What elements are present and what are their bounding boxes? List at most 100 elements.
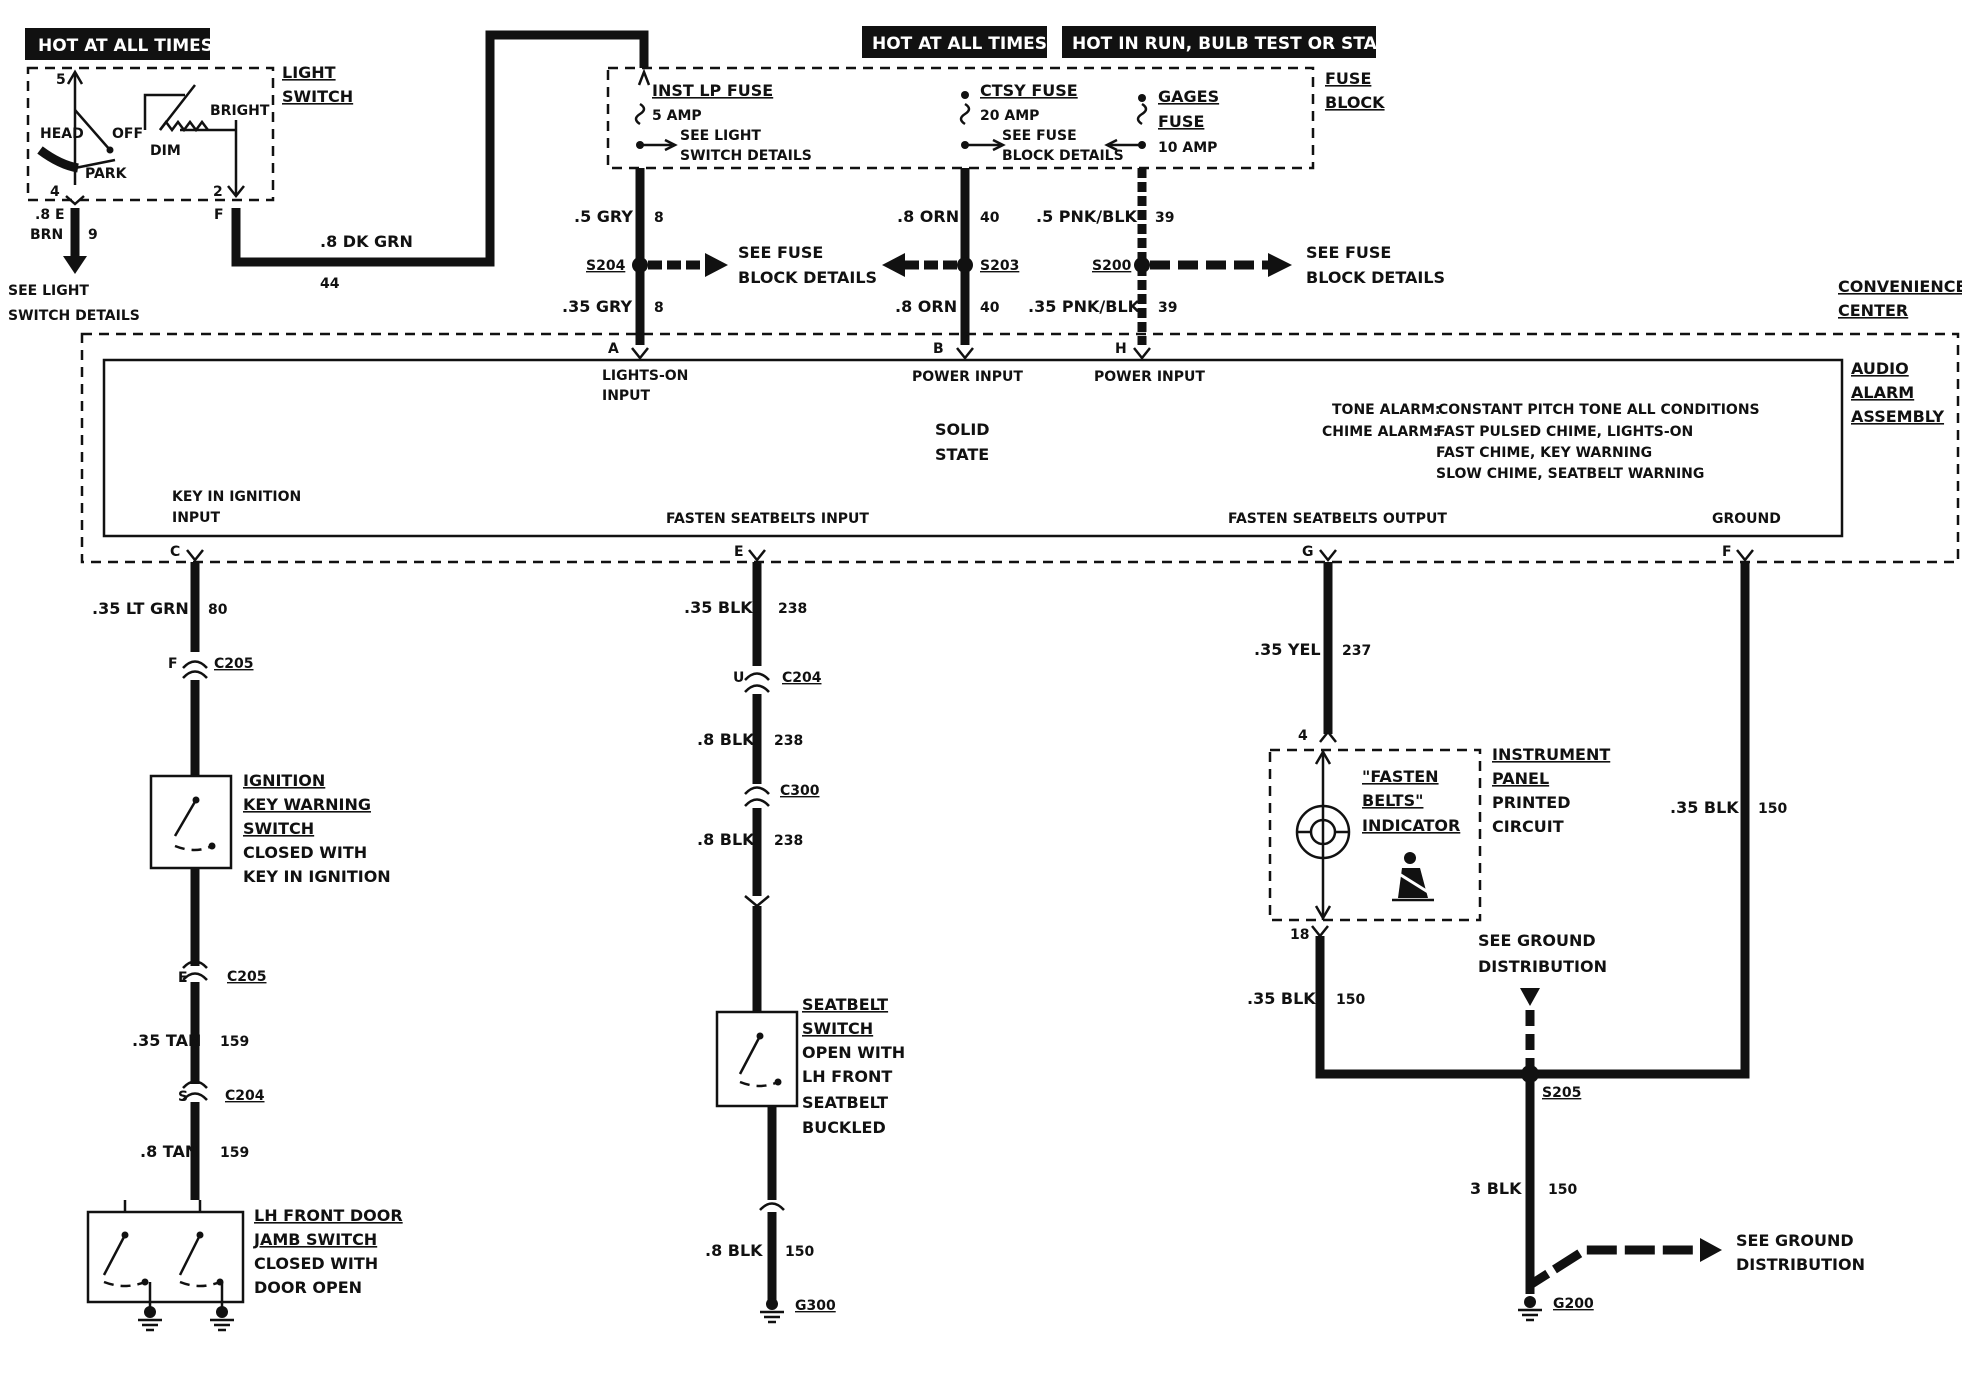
- svg-text:39: 39: [1158, 300, 1177, 316]
- svg-text:HOT AT ALL TIMES: HOT AT ALL TIMES: [38, 36, 213, 56]
- fuse-block: FUSE BLOCK INST LP FUSE 5 AMP SEE LIGHT …: [606, 66, 1385, 170]
- svg-text:SEE LIGHT: SEE LIGHT: [680, 128, 761, 144]
- svg-text:.35 GRY: .35 GRY: [562, 297, 632, 316]
- svg-text:S200: S200: [1092, 258, 1132, 274]
- svg-text:ASSEMBLY: ASSEMBLY: [1851, 407, 1944, 426]
- svg-text:A: A: [608, 341, 619, 357]
- svg-text:4: 4: [1298, 728, 1308, 744]
- ground-icon: [760, 1298, 784, 1324]
- svg-text:40: 40: [980, 300, 1000, 316]
- svg-text:INDICATOR: INDICATOR: [1362, 816, 1460, 835]
- svg-text:F: F: [214, 207, 224, 223]
- svg-text:LH FRONT DOOR: LH FRONT DOOR: [254, 1206, 403, 1225]
- svg-text:39: 39: [1155, 210, 1174, 226]
- svg-text:8: 8: [654, 300, 664, 316]
- svg-text:SEE FUSE: SEE FUSE: [1306, 243, 1391, 262]
- svg-text:H: H: [1115, 341, 1127, 357]
- svg-text:C204: C204: [782, 670, 822, 686]
- svg-text:S203: S203: [980, 258, 1019, 274]
- svg-text:S204: S204: [586, 258, 626, 274]
- svg-text:CENTER: CENTER: [1838, 301, 1908, 320]
- light-switch-wires: .8 E BRN 9 SEE LIGHT SWITCH DETAILS F .8…: [8, 30, 649, 324]
- svg-text:C204: C204: [225, 1088, 265, 1104]
- svg-text:40: 40: [980, 210, 1000, 226]
- svg-text:SEE FUSE: SEE FUSE: [738, 243, 823, 262]
- svg-text:BLOCK DETAILS: BLOCK DETAILS: [1002, 148, 1124, 164]
- svg-text:G300: G300: [795, 1298, 836, 1314]
- svg-text:E: E: [178, 970, 188, 986]
- svg-text:.35 LT GRN: .35 LT GRN: [92, 599, 189, 618]
- inst-lp-fuse: INST LP FUSE 5 AMP SEE LIGHT SWITCH DETA…: [634, 68, 812, 164]
- svg-text:.8 ORN: .8 ORN: [895, 297, 957, 316]
- svg-text:44: 44: [320, 276, 340, 292]
- fasten-belts-indicator: "FASTEN BELTS" INDICATOR: [1268, 748, 1482, 922]
- svg-text:OFF: OFF: [112, 126, 143, 142]
- svg-text:HOT AT ALL TIMES: HOT AT ALL TIMES: [872, 34, 1047, 54]
- svg-text:OPEN WITH: OPEN WITH: [802, 1043, 905, 1062]
- svg-text:C205: C205: [214, 656, 254, 672]
- svg-text:.35 PNK/BLK: .35 PNK/BLK: [1028, 297, 1141, 316]
- svg-text:BELTS": BELTS": [1362, 791, 1423, 810]
- see-light-switch-details: SEE LIGHT: [8, 283, 89, 299]
- svg-text:8: 8: [654, 210, 664, 226]
- svg-text:CHIME ALARM:: CHIME ALARM:: [1322, 424, 1438, 440]
- svg-text:SEE GROUND: SEE GROUND: [1478, 931, 1596, 950]
- svg-text:DISTRIBUTION: DISTRIBUTION: [1478, 957, 1607, 976]
- svg-text:PANEL: PANEL: [1492, 769, 1549, 788]
- svg-text:BLOCK DETAILS: BLOCK DETAILS: [738, 268, 877, 287]
- svg-text:FAST PULSED CHIME, LIGHTS-ON: FAST PULSED CHIME, LIGHTS-ON: [1436, 424, 1693, 440]
- svg-text:SWITCH DETAILS: SWITCH DETAILS: [8, 308, 140, 324]
- bulb-icon: [1295, 804, 1351, 860]
- svg-text:S205: S205: [1542, 1085, 1581, 1101]
- svg-text:CLOSED WITH: CLOSED WITH: [254, 1254, 378, 1273]
- svg-text:FASTEN SEATBELTS OUTPUT: FASTEN SEATBELTS OUTPUT: [1228, 511, 1447, 527]
- svg-text:SWITCH: SWITCH: [802, 1019, 873, 1038]
- ignition-key-warning-switch: [149, 774, 233, 870]
- svg-text:.35 BLK: .35 BLK: [1670, 798, 1739, 817]
- svg-text:INPUT: INPUT: [602, 388, 651, 404]
- svg-text:PRINTED: PRINTED: [1492, 793, 1571, 812]
- svg-text:150: 150: [1548, 1182, 1577, 1198]
- svg-text:SOLID: SOLID: [935, 420, 990, 439]
- convenience-center: CONVENIENCE CENTER AUDIO ALARM ASSEMBLY …: [80, 277, 1962, 564]
- svg-text:KEY IN IGNITION: KEY IN IGNITION: [243, 867, 391, 886]
- svg-text:F: F: [1722, 544, 1732, 560]
- svg-text:ALARM: ALARM: [1851, 383, 1914, 402]
- svg-text:B: B: [933, 341, 944, 357]
- light-switch-title: LIGHT: [282, 63, 336, 82]
- svg-text:BLOCK: BLOCK: [1325, 93, 1385, 112]
- gages-fuse: GAGES FUSE 10 AMP: [1104, 87, 1219, 156]
- svg-text:238: 238: [774, 833, 803, 849]
- svg-text:238: 238: [778, 601, 807, 617]
- svg-text:BRN: BRN: [30, 227, 63, 243]
- wire-b: .8 ORN 40 S203 .8 ORN 40: [882, 168, 1019, 345]
- svg-text:CIRCUIT: CIRCUIT: [1492, 817, 1564, 836]
- svg-text:20 AMP: 20 AMP: [980, 108, 1039, 124]
- svg-text:.35 BLK: .35 BLK: [1247, 989, 1316, 1008]
- svg-text:150: 150: [1336, 992, 1365, 1008]
- svg-text:.8 DK GRN: .8 DK GRN: [320, 232, 413, 251]
- ground-icon: [138, 1306, 162, 1332]
- svg-text:SWITCH DETAILS: SWITCH DETAILS: [680, 148, 812, 164]
- svg-text:S: S: [178, 1089, 188, 1105]
- circuit-key-warning: .35 LT GRN 80 F C205 IGNITION KEY WARNIN…: [86, 562, 403, 1332]
- svg-text:DISTRIBUTION: DISTRIBUTION: [1736, 1255, 1865, 1274]
- svg-text:.8 ORN: .8 ORN: [897, 207, 959, 226]
- svg-text:GAGES: GAGES: [1158, 87, 1219, 106]
- svg-text:SEE GROUND: SEE GROUND: [1736, 1231, 1854, 1250]
- svg-text:150: 150: [785, 1244, 814, 1260]
- svg-text:SEATBELT: SEATBELT: [802, 995, 888, 1014]
- svg-text:80: 80: [208, 602, 228, 618]
- seatbelt-icon: [1392, 852, 1434, 902]
- svg-text:PARK: PARK: [85, 166, 128, 182]
- svg-text:10 AMP: 10 AMP: [1158, 140, 1217, 156]
- svg-text:INPUT: INPUT: [172, 510, 221, 526]
- svg-text:E: E: [55, 207, 65, 223]
- svg-text:2: 2: [213, 184, 223, 200]
- svg-text:U: U: [733, 670, 744, 686]
- svg-text:150: 150: [1758, 801, 1787, 817]
- svg-text:.8 BLK: .8 BLK: [705, 1241, 763, 1260]
- svg-text:159: 159: [220, 1034, 249, 1050]
- header-hot-in-run: HOT IN RUN, BULB TEST OR START: [1062, 26, 1401, 58]
